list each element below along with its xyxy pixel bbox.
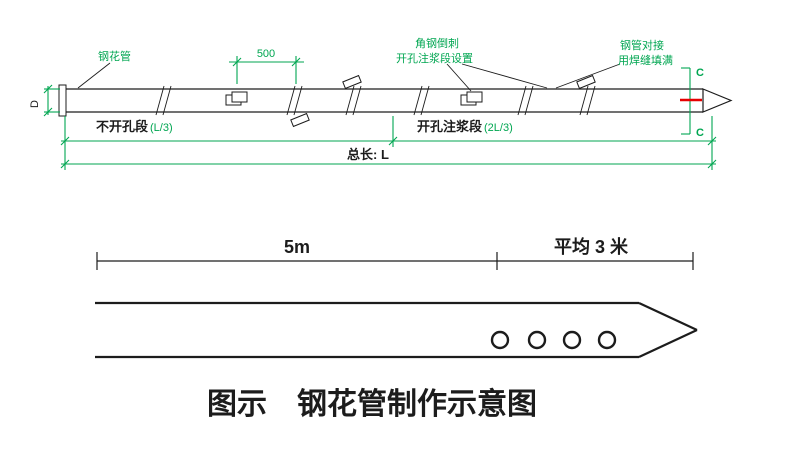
section-c-top-label: C — [696, 67, 704, 79]
solid-section-label: 不开孔段 — [96, 119, 148, 134]
grout-holes — [490, 330, 617, 350]
perforated-section-value: (2L/3) — [484, 122, 513, 134]
dim-5m-label: 5m — [284, 237, 310, 257]
joint-callout-label-2: 用焊缝填满 — [618, 53, 673, 67]
section-c-bottom-label: C — [696, 127, 704, 139]
dim-d: D — [29, 84, 60, 117]
bottom-dimension: 5m 平均 3 米 — [96, 236, 694, 270]
pipe-callout-label: 钢花管 — [98, 49, 131, 63]
dim-500-label: 500 — [257, 48, 275, 60]
top-drawing: 500 C C D — [29, 37, 733, 170]
bottom-drawing: 5m 平均 3 米 — [95, 236, 698, 359]
section-dims — [60, 116, 717, 170]
joint-callout-label-1: 钢管对接 — [620, 38, 664, 52]
barb-callout-label: 角钢倒刺 — [415, 37, 459, 50]
angle-steel-barbs — [290, 74, 596, 128]
section-c-marker: C C — [680, 67, 704, 139]
perforated-section-label: 开孔注浆段 — [417, 119, 482, 134]
pipe-end-cap — [58, 84, 67, 117]
solid-section-value: (L/3) — [150, 122, 173, 134]
pipe-joint-marks — [155, 85, 596, 116]
leader-lines — [77, 62, 621, 92]
dim-500: 500 — [229, 48, 304, 84]
grout-hole-boxes — [225, 91, 483, 106]
callout-labels: 钢花管 角钢倒刺 开孔注浆段设置 钢管对接 用焊缝填满 — [98, 37, 673, 67]
grout-setting-callout-label: 开孔注浆段设置 — [396, 51, 473, 65]
bottom-pipe — [95, 301, 698, 359]
section-labels: 不开孔段 (L/3) 开孔注浆段 (2L/3) 总长: L — [96, 119, 513, 162]
dim-d-label: D — [29, 100, 41, 108]
pipe-tip — [702, 88, 733, 113]
dim-avg-3m-label: 平均 3 米 — [554, 236, 629, 257]
total-length-label: 总长: L — [347, 147, 389, 162]
caption: 图示 钢花管制作示意图 — [207, 387, 537, 421]
